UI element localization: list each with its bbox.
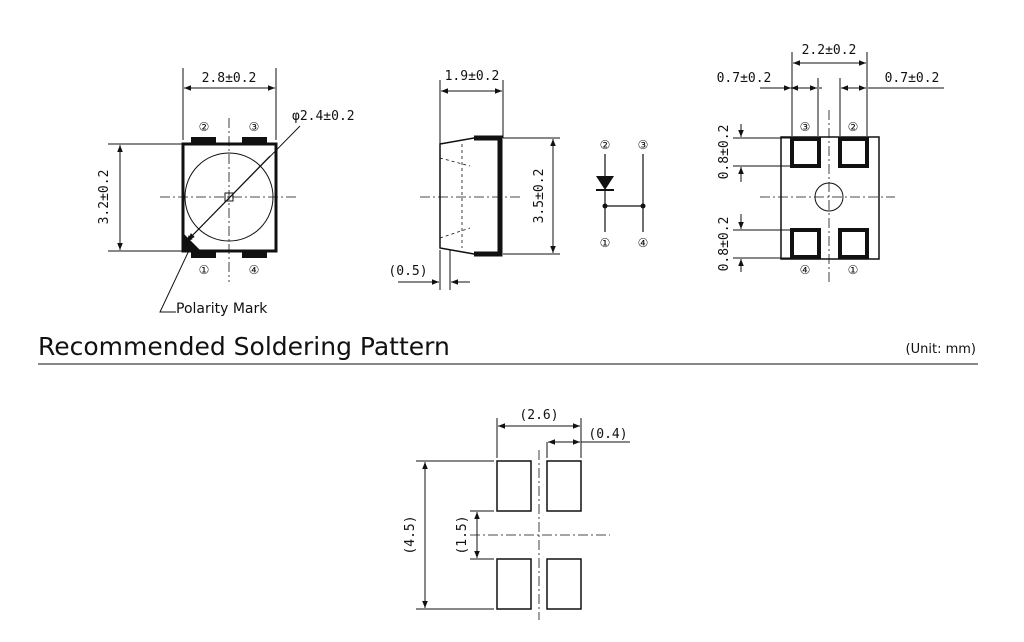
bottom-pad-height-top-label: 0.8±0.2: [717, 125, 732, 180]
top-pin-1: ①: [199, 263, 210, 277]
bottom-pin-3: ③: [800, 120, 811, 134]
bottom-pad-height-bottom-label: 0.8±0.2: [717, 217, 732, 272]
bottom-pin-1: ①: [848, 263, 859, 277]
diode-symbol: [596, 176, 614, 190]
soldering-pattern: [416, 418, 630, 620]
bottom-span-label: 2.2±0.2: [802, 43, 857, 58]
side-lead-label: (0.5): [388, 264, 427, 279]
side-view: [398, 80, 560, 290]
top-view: [108, 68, 301, 313]
solder-gap-label: (0.4): [588, 427, 627, 442]
schematic-pin-1: ①: [600, 236, 611, 250]
unit-note: (Unit: mm): [906, 342, 976, 357]
schematic: [596, 154, 646, 232]
top-width-label: 2.8±0.2: [202, 71, 257, 86]
polarity-mark-label: Polarity Mark: [176, 301, 268, 317]
bottom-left-offset-label: 0.7±0.2: [717, 71, 772, 86]
solder-width-label: (2.6): [519, 408, 558, 423]
top-pin-2: ②: [199, 120, 210, 134]
top-pin-3: ③: [249, 120, 260, 134]
top-height-label: 3.2±0.2: [97, 170, 112, 225]
lens-diameter-label: φ2.4±0.2: [292, 109, 355, 124]
solder-height-label: (4.5): [403, 515, 418, 554]
top-pin-4: ④: [249, 263, 260, 277]
side-depth-label: 1.9±0.2: [445, 69, 500, 84]
bottom-pin-4: ④: [800, 263, 811, 277]
solder-inner-label: (1.5): [455, 515, 470, 554]
bottom-view: [733, 52, 944, 282]
soldering-section-title: Recommended Soldering Pattern: [38, 332, 450, 361]
schematic-pin-2: ②: [600, 138, 611, 152]
schematic-pin-3: ③: [638, 138, 649, 152]
bottom-pin-2: ②: [848, 120, 859, 134]
side-height-label: 3.5±0.2: [532, 169, 547, 224]
bottom-right-offset-label: 0.7±0.2: [885, 71, 940, 86]
schematic-pin-4: ④: [638, 236, 649, 250]
